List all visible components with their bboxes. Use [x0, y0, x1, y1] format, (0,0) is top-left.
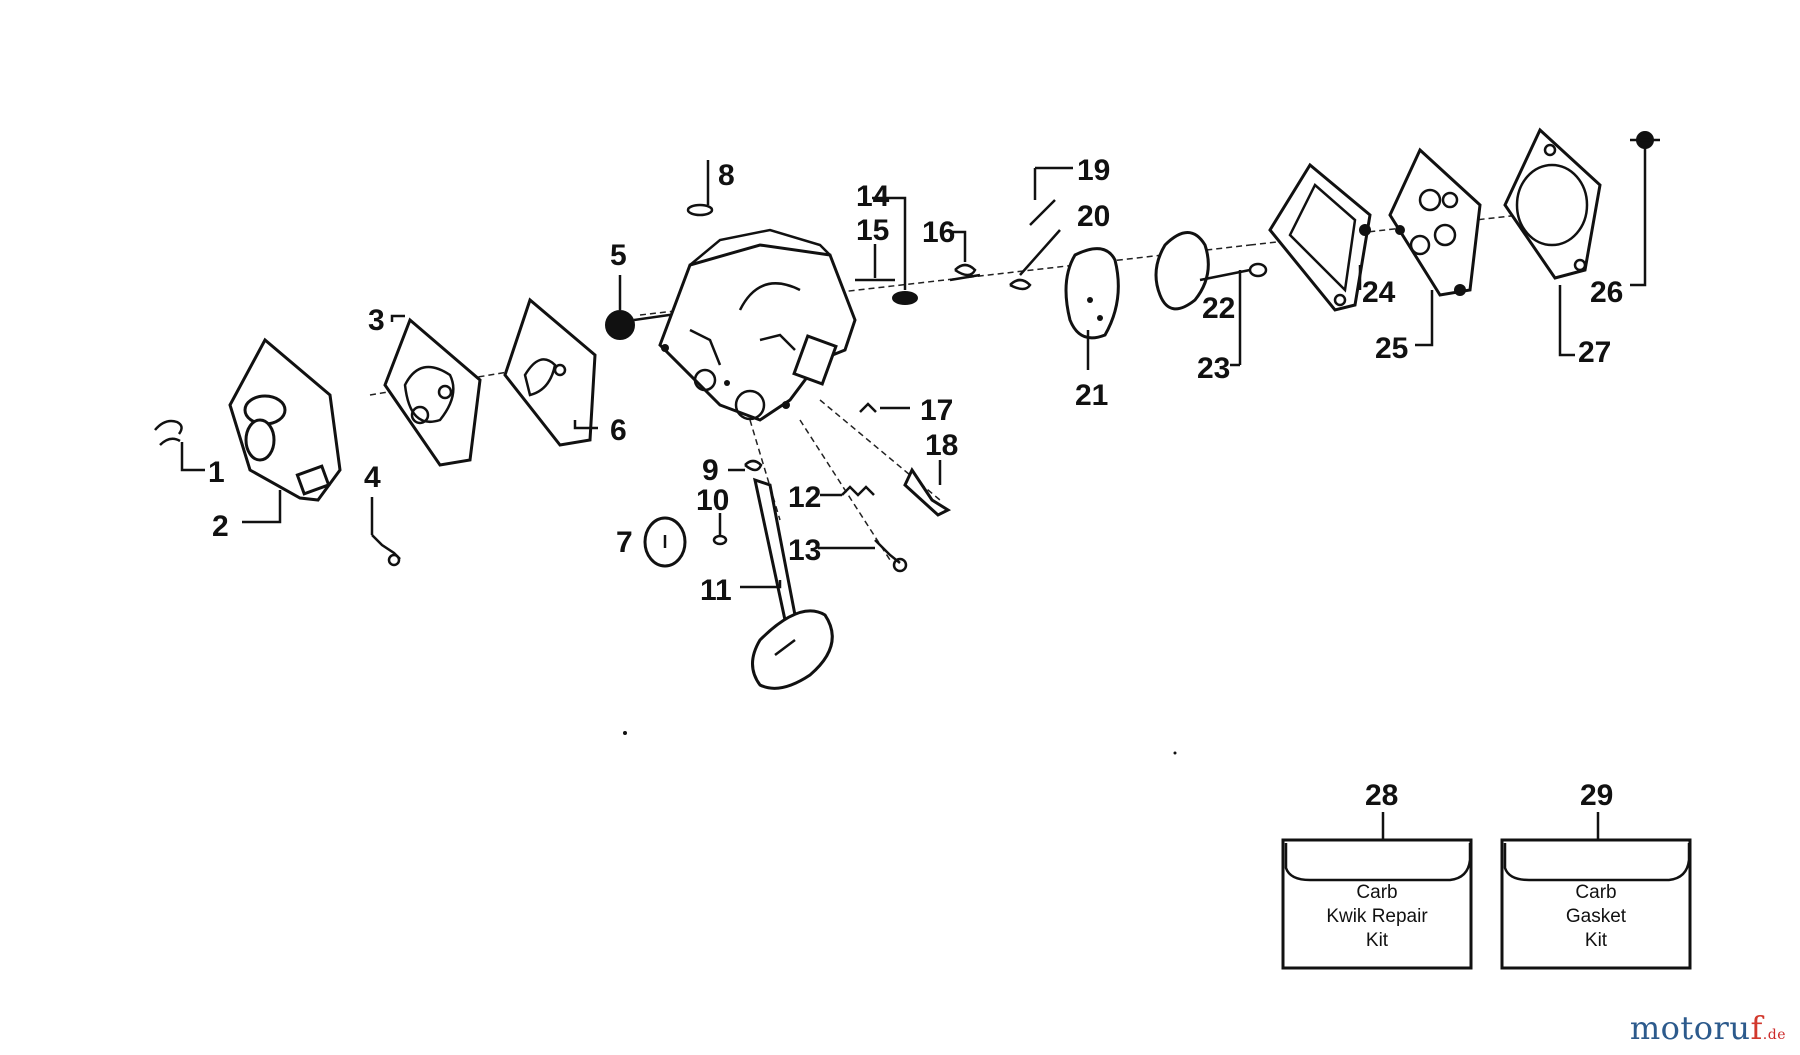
- kit-29-line-1: Carb: [1575, 882, 1616, 903]
- callout-7: 7: [616, 526, 633, 559]
- callout-5: 5: [610, 239, 627, 272]
- carburetor-body: [658, 228, 857, 422]
- kit-28-line-1: Carb: [1356, 882, 1397, 903]
- part-24-gasket: 24: [1268, 162, 1396, 312]
- kit-29-line-2: Gasket: [1566, 906, 1627, 927]
- kit-28-carb-kwik-repair-kit: 28 Carb Kwik Repair Kit: [1281, 779, 1473, 970]
- callout-14: 14: [856, 180, 890, 213]
- motoruf-watermark[interactable]: motoruf.de: [1630, 1009, 1786, 1047]
- part-20-screw: 20: [1009, 200, 1110, 291]
- watermark-brand-f: f: [1750, 1009, 1763, 1047]
- callout-9: 9: [702, 454, 719, 487]
- callout-8: 8: [718, 159, 735, 192]
- callout-27: 27: [1578, 336, 1611, 369]
- part-12-spring: 12: [788, 481, 875, 514]
- part-14-fitting: 14: [856, 180, 918, 305]
- part-18-needle: 18: [903, 429, 958, 517]
- part-15-screw: 15: [855, 214, 895, 282]
- callout-25: 25: [1375, 332, 1408, 365]
- watermark-brand-tld: .de: [1762, 1027, 1786, 1043]
- part-2-pump-cover: 2: [212, 337, 342, 543]
- callout-26: 26: [1590, 276, 1623, 309]
- callout-2: 2: [212, 510, 229, 543]
- callout-22: 22: [1202, 292, 1235, 325]
- watermark-brand-main: motoru: [1629, 1009, 1751, 1047]
- callout-15: 15: [856, 214, 889, 247]
- part-6-diaphragm: 6: [503, 297, 627, 447]
- callout-28: 28: [1365, 779, 1398, 812]
- part-22-inlet-lever: 22: [1154, 231, 1251, 325]
- callout-23: 23: [1197, 352, 1230, 385]
- callout-10: 10: [696, 484, 729, 517]
- part-5-filter-screen: 5: [605, 239, 691, 340]
- kit-28-line-2: Kwik Repair: [1326, 906, 1428, 927]
- callout-12: 12: [788, 481, 821, 514]
- callout-19: 19: [1077, 154, 1110, 187]
- callout-3: 3: [368, 304, 385, 337]
- part-9-screw: 9: [702, 454, 763, 487]
- kit-29-carb-gasket-kit: 29 Carb Gasket Kit: [1500, 779, 1692, 970]
- callout-20: 20: [1077, 200, 1110, 233]
- part-26-screw: 26: [1590, 131, 1660, 309]
- callout-24: 24: [1362, 276, 1396, 309]
- part-19-shaft: 19: [1029, 154, 1110, 226]
- kit-29-line-3: Kit: [1585, 930, 1608, 951]
- callout-21: 21: [1075, 379, 1108, 412]
- callout-17: 17: [920, 394, 953, 427]
- part-25-metering-diaphragm: 25: [1375, 147, 1482, 365]
- part-11-throttle-lever: 11: [700, 477, 834, 690]
- part-13-needle: 13: [788, 534, 908, 573]
- part-17-spring: 17: [859, 394, 953, 427]
- callout-6: 6: [610, 414, 627, 447]
- part-27-cover: 27: [1503, 127, 1611, 369]
- part-3-gasket-plate: 3: [368, 304, 482, 467]
- kit-28-line-3: Kit: [1366, 930, 1389, 951]
- part-16-clip: 16: [922, 216, 981, 282]
- part-10-washer: 10: [696, 484, 729, 546]
- callout-1: 1: [208, 456, 225, 489]
- callout-18: 18: [925, 429, 958, 462]
- part-4-screw: 4: [364, 461, 401, 567]
- part-23-pin: 23: [1197, 262, 1268, 385]
- callout-4: 4: [364, 461, 381, 494]
- callout-16: 16: [922, 216, 955, 249]
- callout-13: 13: [788, 534, 821, 567]
- part-8-screw: 8: [686, 159, 735, 217]
- callout-11: 11: [700, 574, 732, 607]
- callout-29: 29: [1580, 779, 1613, 812]
- part-7-welch-plug: 7: [616, 516, 687, 568]
- part-21-valve-plate: 21: [1064, 247, 1120, 412]
- part-1-clip: 1: [154, 419, 225, 489]
